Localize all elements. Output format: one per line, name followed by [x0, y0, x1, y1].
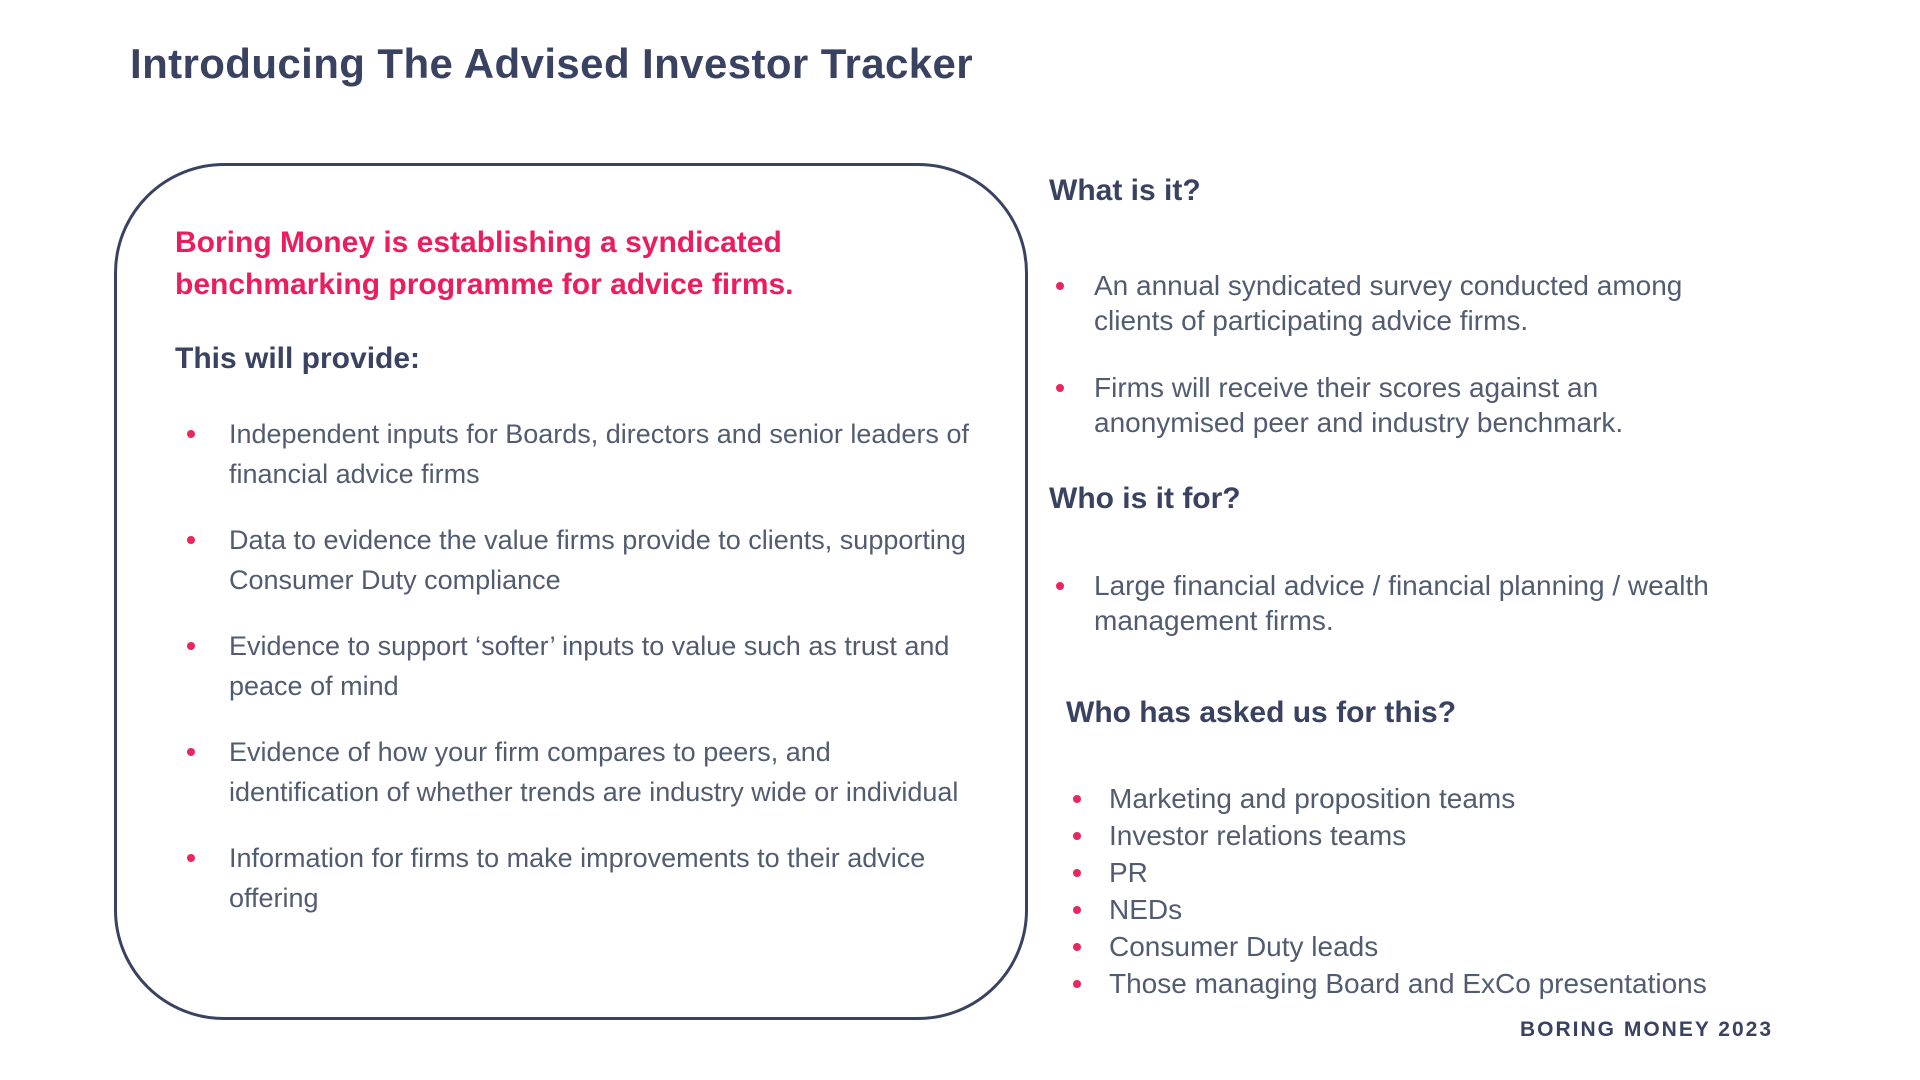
- list-item-text: Investor relations teams: [1109, 820, 1407, 851]
- footer-brand: BORING MONEY 2023: [1520, 1018, 1774, 1041]
- list-item: Those managing Board and ExCo presentati…: [1066, 965, 1826, 1002]
- box-headline: Boring Money is establishing a syndicate…: [175, 226, 794, 301]
- list-item-text: An annual syndicated survey conducted am…: [1094, 270, 1683, 336]
- list-item: Investor relations teams: [1066, 817, 1826, 854]
- bullet-icon: [1073, 795, 1081, 803]
- list-item: Data to evidence the value firms provide…: [175, 520, 975, 600]
- list-item-text: Data to evidence the value firms provide…: [229, 525, 966, 595]
- box-bullet-list: Independent inputs for Boards, directors…: [175, 414, 983, 918]
- list-item: Large financial advice / financial plann…: [1049, 568, 1749, 638]
- list-item-text: Those managing Board and ExCo presentati…: [1109, 968, 1707, 999]
- list-item: Marketing and proposition teams: [1066, 780, 1826, 817]
- list-item-text: Evidence to support ‘softer’ inputs to v…: [229, 631, 950, 701]
- bullet-icon: [187, 748, 195, 756]
- list-item: Information for firms to make improvemen…: [175, 838, 975, 918]
- section-who-is-it-for: Who is it for? Large financial advice / …: [1049, 480, 1809, 670]
- bullet-icon: [187, 854, 195, 862]
- bullet-icon: [1073, 980, 1081, 988]
- list-item-text: Independent inputs for Boards, directors…: [229, 419, 969, 489]
- list-item: Consumer Duty leads: [1066, 928, 1826, 965]
- list-item-text: Information for firms to make improvemen…: [229, 843, 926, 913]
- box-subheading: This will provide:: [175, 342, 421, 375]
- list-item-text: Large financial advice / financial plann…: [1094, 570, 1709, 636]
- list-item: PR: [1066, 854, 1826, 891]
- list-item: Evidence of how your firm compares to pe…: [175, 732, 975, 812]
- list-item: NEDs: [1066, 891, 1826, 928]
- bullet-icon: [187, 642, 195, 650]
- list-item-text: Consumer Duty leads: [1109, 931, 1379, 962]
- list-item: Independent inputs for Boards, directors…: [175, 414, 975, 494]
- bullet-icon: [187, 536, 195, 544]
- bullet-icon: [1073, 943, 1081, 951]
- section-heading: Who is it for?: [1049, 482, 1241, 515]
- bullet-icon: [1073, 832, 1081, 840]
- bullet-icon: [1056, 582, 1064, 590]
- list-item: Evidence to support ‘softer’ inputs to v…: [175, 626, 975, 706]
- section-heading: Who has asked us for this?: [1066, 696, 1457, 729]
- list-item-text: Marketing and proposition teams: [1109, 783, 1516, 814]
- list-item: An annual syndicated survey conducted am…: [1049, 268, 1749, 338]
- section-heading: What is it?: [1049, 174, 1201, 207]
- page-title: Introducing The Advised Investor Tracker: [130, 40, 973, 87]
- section-who-has-asked: Who has asked us for this? Marketing and…: [1066, 694, 1826, 1002]
- who-for-bullet-list: Large financial advice / financial plann…: [1049, 568, 1809, 638]
- highlight-box: Boring Money is establishing a syndicate…: [114, 163, 1028, 1020]
- who-asked-bullet-list: Marketing and proposition teams Investor…: [1066, 780, 1826, 1002]
- list-item-text: PR: [1109, 857, 1148, 888]
- bullet-icon: [1056, 384, 1064, 392]
- what-bullet-list: An annual syndicated survey conducted am…: [1049, 268, 1809, 440]
- list-item-text: Firms will receive their scores against …: [1094, 372, 1624, 438]
- list-item-text: Evidence of how your firm compares to pe…: [229, 737, 959, 807]
- list-item-text: NEDs: [1109, 894, 1183, 925]
- bullet-icon: [1073, 869, 1081, 877]
- section-what-is-it: What is it? An annual syndicated survey …: [1049, 172, 1809, 472]
- bullet-icon: [187, 430, 195, 438]
- bullet-icon: [1056, 282, 1064, 290]
- bullet-icon: [1073, 906, 1081, 914]
- list-item: Firms will receive their scores against …: [1049, 370, 1749, 440]
